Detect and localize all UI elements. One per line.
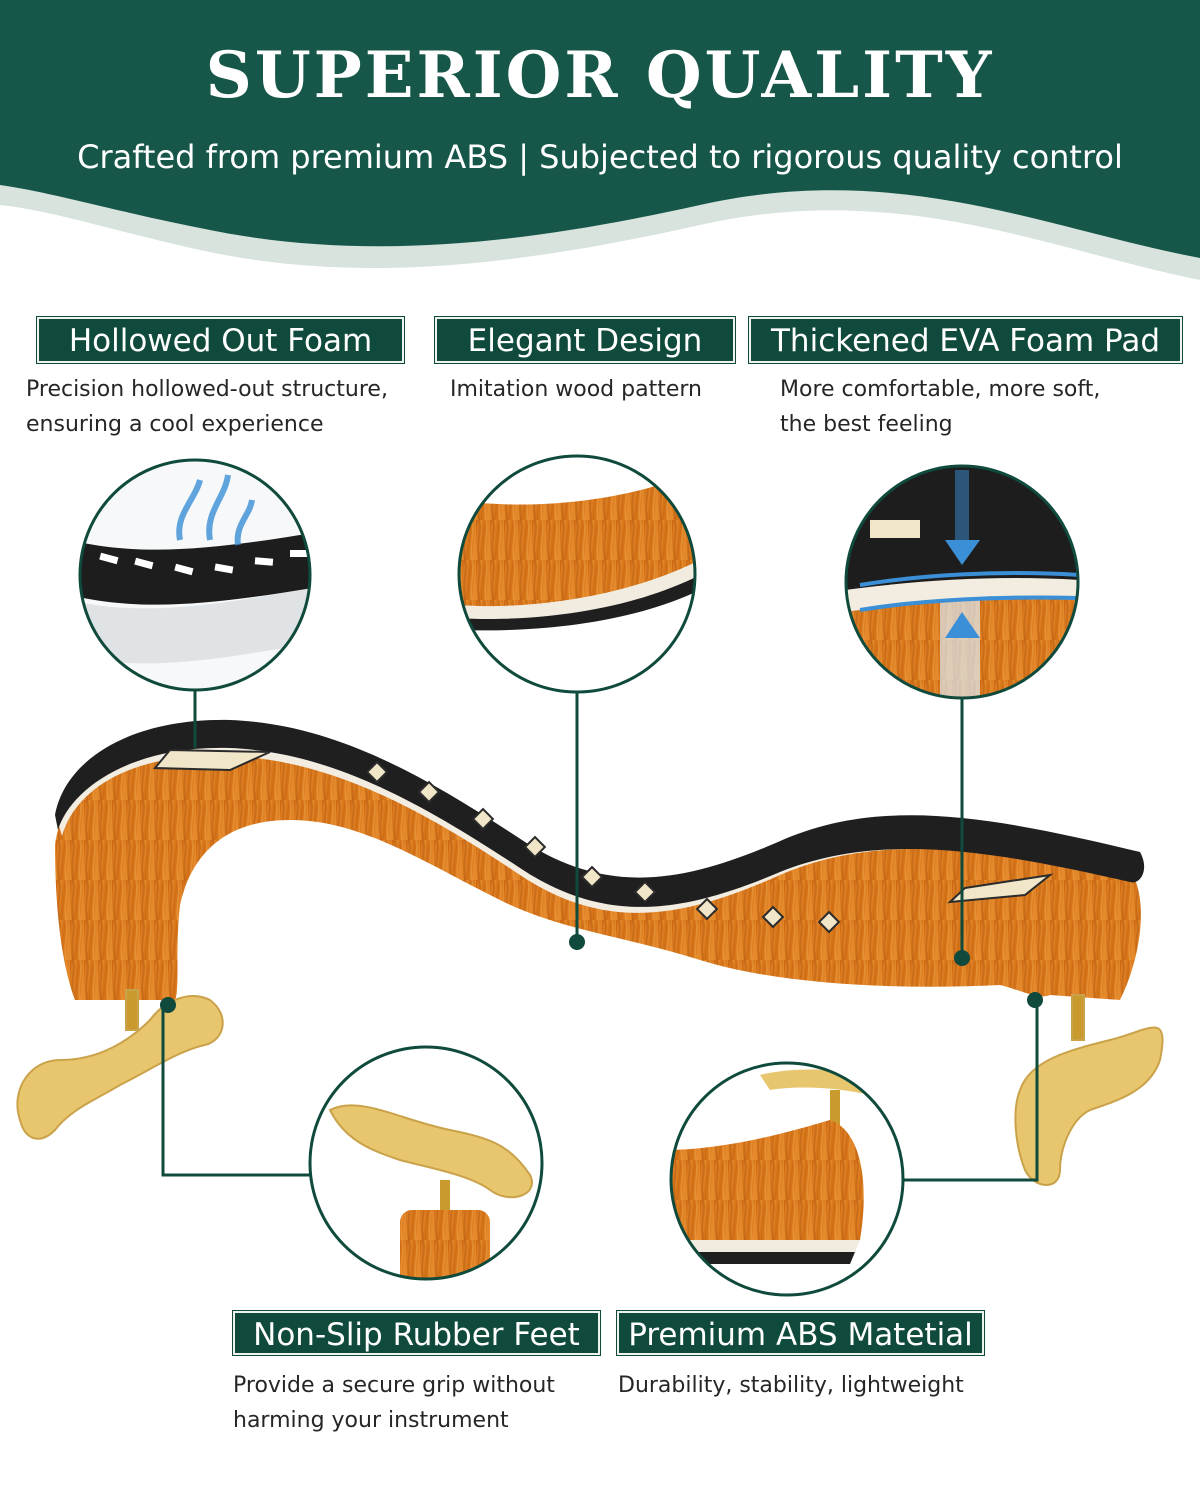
wave-background [0,0,1200,280]
page-subtitle: Crafted from premium ABS | Subjected to … [77,138,1123,176]
compression-arrows-icon [945,470,980,638]
desc-line: Durability, stability, lightweight [618,1373,964,1398]
left-foot [16,989,224,1140]
page-title: SUPERIOR QUALITY [205,38,995,113]
desc-line: Precision hollowed-out structure, [26,377,388,402]
desc-premium-abs-material: Durability, stability, lightweight [618,1368,964,1403]
detail-circle-eva [844,464,1080,700]
label-hollowed-out-foam: Hollowed Out Foam [36,316,405,364]
desc-non-slip-rubber-feet: Provide a secure grip without harming yo… [233,1368,555,1438]
label-premium-abs-material: Premium ABS Matetial [616,1310,985,1356]
detail-circle-feet [308,1045,544,1281]
connector-dots [160,934,1043,1013]
desc-line: Provide a secure grip without [233,1373,555,1398]
desc-line: the best feeling [780,412,953,437]
label-thickened-eva-foam-pad: Thickened EVA Foam Pad [748,316,1183,364]
detail-circle-wood [457,454,697,694]
shoulder-rest-body [55,719,1145,1000]
airflow-arrows-icon [176,474,255,546]
label-elegant-design: Elegant Design [434,316,736,364]
desc-line: ensuring a cool experience [26,412,324,437]
detail-circle-abs [669,1061,905,1297]
desc-hollowed-out-foam: Precision hollowed-out structure, ensuri… [26,372,388,442]
desc-line: Imitation wood pattern [450,377,702,402]
header-banner: SUPERIOR QUALITY Crafted from premium AB… [0,0,1200,300]
desc-elegant-design: Imitation wood pattern [450,372,702,407]
label-non-slip-rubber-feet: Non-Slip Rubber Feet [232,1310,601,1356]
right-foot [1014,994,1164,1186]
detail-circle-hollowed [78,458,312,692]
desc-line: harming your instrument [233,1408,509,1433]
desc-line: More comfortable, more soft, [780,377,1101,402]
desc-thickened-eva-foam-pad: More comfortable, more soft, the best fe… [780,372,1100,442]
